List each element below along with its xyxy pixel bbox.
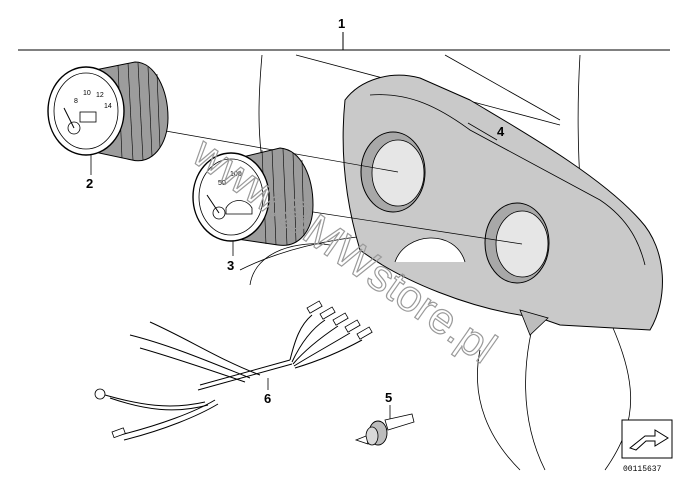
- reference-number: 00115637: [623, 465, 662, 474]
- gauge-3-tick-100: 100: [230, 171, 242, 178]
- gauge-3: 50 100 3: [192, 147, 314, 273]
- callout-5: 5: [385, 390, 392, 405]
- wiring-harness: [104, 314, 363, 441]
- bulb-holder: 5: [354, 390, 415, 446]
- callout-4: 4: [497, 124, 505, 139]
- gauge-2: 8 10 12 14 2: [47, 61, 169, 191]
- gauge-2-tick-14: 14: [104, 103, 112, 110]
- callout-2: 2: [86, 176, 93, 191]
- gauge-2-tick-8: 8: [74, 98, 78, 105]
- harness-connectors: [94, 300, 373, 439]
- gauge-2-tick-10: 10: [83, 90, 91, 97]
- gauge-3-tick-50: 50: [218, 180, 226, 187]
- callout-6: 6: [264, 391, 271, 406]
- assembly-header: 1: [18, 16, 670, 51]
- diagram-nav-arrow-icon[interactable]: [621, 419, 673, 459]
- callout-3: 3: [227, 258, 234, 273]
- callout-1: 1: [338, 16, 345, 31]
- gauge-2-tick-12: 12: [96, 92, 104, 99]
